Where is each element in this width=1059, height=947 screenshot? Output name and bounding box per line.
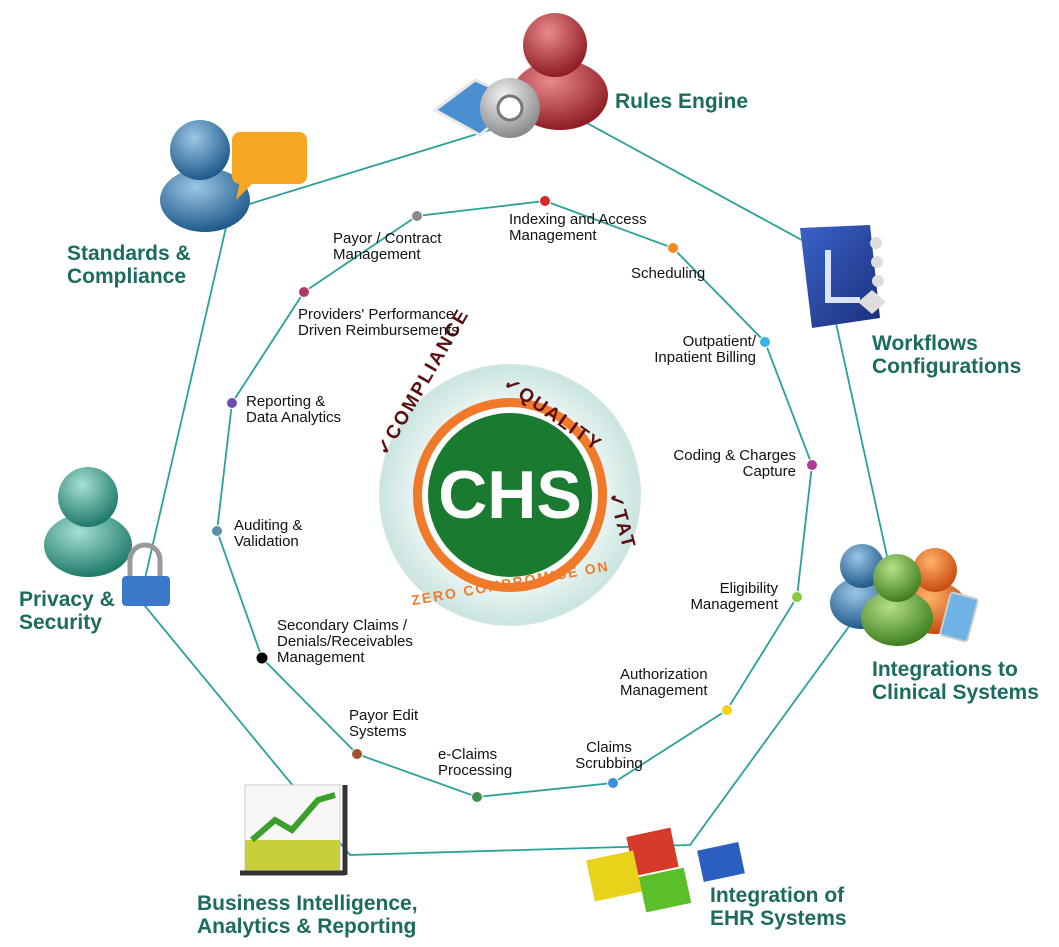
chs-logo-text: CHS	[438, 457, 582, 533]
node-dot-payor-edit	[351, 748, 363, 760]
node-dot-eclaims	[471, 791, 483, 803]
node-dot-auditing	[211, 525, 223, 537]
node-dot-scrubbing	[607, 777, 619, 789]
team-people-icon	[830, 544, 979, 646]
label-ehr-systems: Integration of EHR Systems	[710, 884, 847, 930]
label-rules-engine: Rules Engine	[615, 90, 749, 113]
person-speech-bubble-icon	[160, 120, 307, 232]
node-dot-indexing	[539, 195, 551, 207]
label-clinical-systems: Integrations to Clinical Systems	[872, 658, 1039, 704]
node-dot-eligibility	[791, 591, 803, 603]
node-dot-payor-contract	[411, 210, 423, 222]
gear-book-person-icon	[432, 13, 608, 138]
node-dot-scheduling	[667, 242, 679, 254]
label-auditing: Auditing &Validation	[234, 517, 303, 550]
node-dot-secondary	[255, 651, 269, 665]
growth-chart-icon	[240, 784, 348, 876]
label-billing: Outpatient/Inpatient Billing	[654, 333, 756, 366]
label-reporting: Reporting &Data Analytics	[246, 393, 342, 426]
label-workflows: Workflows Configurations	[872, 332, 1022, 378]
node-dot-reporting	[226, 397, 238, 409]
chs-logo	[379, 364, 641, 626]
label-scheduling: Scheduling	[631, 265, 706, 282]
label-business-intelligence: Business Intelligence, Analytics & Repor…	[197, 892, 418, 938]
node-dot-providers	[298, 286, 310, 298]
label-standards-compliance: Standards & Compliance	[67, 242, 191, 288]
person-lock-icon	[44, 467, 170, 606]
node-dot-billing	[759, 336, 771, 348]
workflow-diagram-icon	[800, 225, 886, 328]
puzzle-pieces-icon	[586, 827, 745, 913]
node-dot-authorization	[721, 704, 733, 716]
node-dot-coding	[806, 459, 818, 471]
label-privacy-security: Privacy & Security	[19, 588, 115, 634]
